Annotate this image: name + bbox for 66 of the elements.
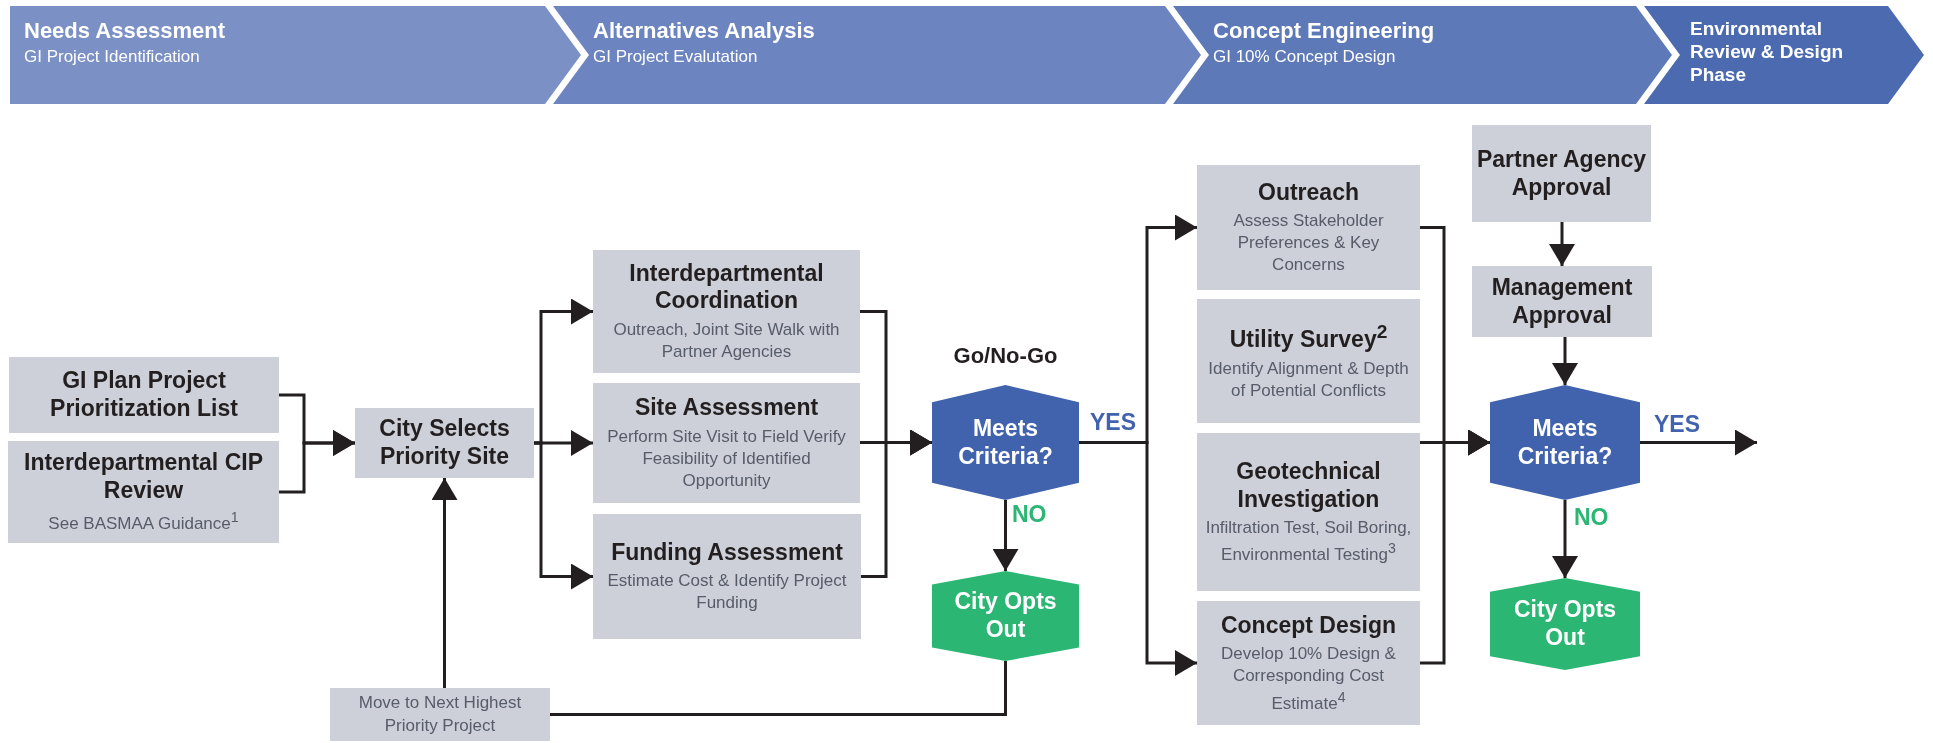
process-box xyxy=(355,408,534,478)
box-description: Perform Site Visit to Field Verify Feasibility of Identified Opportunity xyxy=(606,425,847,492)
terminal-hexagon xyxy=(932,571,1079,661)
box-description: See BASMAA Guidance$^{1}$ xyxy=(48,508,239,535)
box-heading: Geotechnical Investigation xyxy=(1235,458,1382,514)
box-heading: Utility Survey$^{2}$ xyxy=(1229,320,1388,354)
process-box xyxy=(593,383,860,503)
box-heading: Partner Agency Approval xyxy=(1476,145,1647,202)
box-heading: City Opts Out xyxy=(1512,596,1618,652)
arrow xyxy=(1554,500,1576,578)
box-description: Develop 10% Design & Corresponding Cost Estimate$^{4}$ xyxy=(1220,643,1397,715)
arrow xyxy=(279,432,355,494)
arrow xyxy=(1551,222,1573,266)
box-description: Move to Next Highest Priority Project xyxy=(357,692,523,737)
phase-banner xyxy=(10,6,581,104)
process-box xyxy=(1472,266,1652,337)
arrow xyxy=(861,431,932,578)
phase-banner xyxy=(1173,6,1672,104)
box-description: Estimate Cost & Identify Project Funding xyxy=(606,570,848,615)
arrow xyxy=(1420,431,1490,665)
box-description: Outreach, Joint Site Walk with Partner Agencies xyxy=(612,319,841,364)
box-description: Identify Alignment & Depth of Potential Conflicts xyxy=(1207,357,1410,402)
phase-subtitle: GI Project Evalutation xyxy=(593,46,758,69)
phase-subtitle: GI 10% Concept Design xyxy=(1213,46,1396,69)
box-description: Infiltration Test, Soil Boring, Environmental Testing$^{3}$ xyxy=(1204,517,1413,566)
box-heading: Meets Criteria? xyxy=(1516,414,1614,471)
process-box xyxy=(9,357,279,433)
phase-banner xyxy=(1644,6,1924,104)
arrow xyxy=(534,441,593,588)
arrow xyxy=(1640,431,1757,454)
box-heading: Management Approval xyxy=(1490,273,1634,330)
process-box xyxy=(1472,125,1651,222)
node-caption: Go/No-Go xyxy=(952,343,1059,370)
arrow xyxy=(433,478,456,688)
process-box xyxy=(1197,601,1420,725)
process-box xyxy=(330,688,550,741)
process-box xyxy=(1197,299,1420,423)
phase-title: Needs Assessment xyxy=(24,18,225,45)
box-heading: Interdepartmental CIP Review xyxy=(23,449,264,505)
phase-title: Environmental Review & Design Phase xyxy=(1690,18,1845,87)
phase-subtitle: GI Project Identification xyxy=(24,46,200,69)
box-heading: Concept Design xyxy=(1220,611,1397,640)
process-box xyxy=(1197,433,1420,591)
terminal-hexagon xyxy=(1490,578,1640,670)
process-box xyxy=(1197,165,1420,290)
arrow xyxy=(1554,337,1576,385)
box-heading: Interdepartmental Coordination xyxy=(628,259,825,315)
arrow xyxy=(1079,441,1197,674)
decision-hexagon xyxy=(1490,385,1640,500)
box-heading: Site Assessment xyxy=(634,394,819,422)
process-box xyxy=(593,514,861,639)
box-heading: Outreach xyxy=(1258,178,1359,207)
box-heading: Meets Criteria? xyxy=(957,414,1054,471)
box-heading: City Selects Priority Site xyxy=(378,415,511,471)
process-box xyxy=(8,441,279,543)
process-box xyxy=(593,250,860,373)
connector-line xyxy=(550,661,1007,716)
decision-hexagon xyxy=(932,385,1079,500)
box-description: Assess Stakeholder Preferences & Key Concerns xyxy=(1232,210,1385,277)
phase-title: Concept Engineering xyxy=(1213,18,1435,45)
box-heading: GI Plan Project Prioritization List xyxy=(49,367,239,423)
arrow xyxy=(994,500,1017,571)
box-heading: City Opts Out xyxy=(953,588,1058,644)
phase-banner xyxy=(553,6,1201,104)
phase-title: Alternatives Analysis xyxy=(593,18,815,45)
box-heading: Funding Assessment xyxy=(611,538,843,567)
